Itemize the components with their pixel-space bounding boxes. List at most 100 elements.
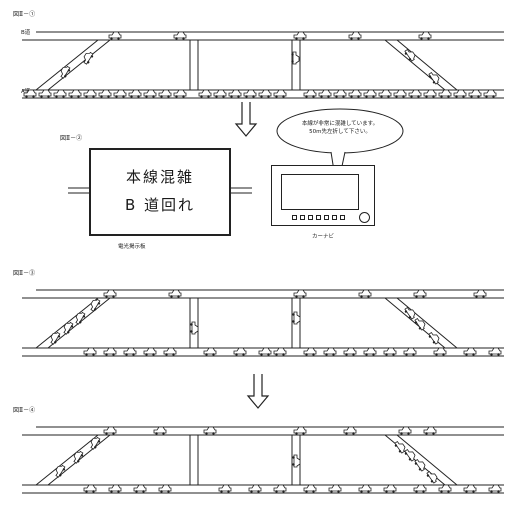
navi-button [340, 215, 345, 220]
car-icon [75, 311, 86, 325]
sign-caption: 電光掲示板 [118, 244, 146, 250]
car-icon [83, 89, 97, 98]
car-icon [413, 289, 427, 298]
car-icon [173, 31, 187, 40]
car-icon [233, 347, 247, 356]
car-icon [363, 347, 377, 356]
car-icon [394, 440, 406, 454]
car-icon [468, 89, 482, 98]
car-icon [128, 89, 142, 98]
car-icon [343, 426, 357, 435]
car-icon [343, 347, 357, 356]
car-icon [203, 426, 217, 435]
car-icon [348, 89, 362, 98]
car-icon [273, 347, 287, 356]
car-icon [50, 331, 61, 345]
car-icon [418, 31, 432, 40]
car-icon [358, 484, 372, 493]
car-icon [404, 448, 416, 462]
bubble-line2: 50m先左折して下さい。 [309, 129, 371, 135]
car-icon [198, 89, 212, 98]
car-icon [383, 347, 397, 356]
car-icon [358, 289, 372, 298]
car-icon [363, 89, 377, 98]
car-icon [103, 289, 117, 298]
car-icon [303, 347, 317, 356]
car-icon [108, 31, 122, 40]
car-icon [143, 89, 157, 98]
car-icon [414, 458, 426, 472]
car-icon [203, 347, 217, 356]
car-icon [408, 89, 422, 98]
car-icon [438, 484, 452, 493]
car-icon [323, 347, 337, 356]
car-icon [328, 484, 342, 493]
car-icon [292, 454, 301, 468]
car-icon [403, 347, 417, 356]
car-icon [163, 347, 177, 356]
car-icon [83, 347, 97, 356]
car-icon [228, 89, 242, 98]
car-icon [423, 426, 437, 435]
figure-label-1: 図Ⅱ－① [13, 11, 36, 18]
car-icon [103, 347, 117, 356]
car-icon [98, 89, 112, 98]
car-icon [123, 347, 137, 356]
car-icon [63, 321, 74, 335]
a-road-label: A道 [21, 89, 31, 95]
car-icon [463, 484, 477, 493]
car-icon [38, 89, 52, 98]
car-icon [243, 89, 257, 98]
car-icon [293, 31, 307, 40]
car-icon [213, 89, 227, 98]
electronic-sign-board: 本線混雑 B 道回れ [89, 148, 231, 236]
car-navigation-unit [271, 165, 375, 226]
car-icon [348, 31, 362, 40]
car-icon [404, 306, 416, 320]
car-icon [453, 89, 467, 98]
navi-caption: カーナビ [312, 234, 335, 240]
car-icon [414, 317, 426, 331]
bubble-message: 本線が非常に混雑しています。 50m先左折して下さい。 [280, 120, 400, 136]
car-icon [463, 347, 477, 356]
car-icon [303, 484, 317, 493]
car-icon [23, 89, 37, 98]
car-icon [158, 484, 172, 493]
car-icon [53, 89, 67, 98]
navi-knob-icon [359, 212, 370, 223]
car-icon [291, 51, 300, 65]
b-road-label: B道 [21, 30, 31, 36]
car-icon [292, 311, 301, 325]
car-icon [83, 51, 94, 65]
car-icon [73, 450, 84, 464]
navi-button [308, 215, 313, 220]
car-icon [143, 347, 157, 356]
car-icon [428, 331, 440, 345]
down-arrow-icon [246, 374, 270, 409]
car-icon [68, 89, 82, 98]
car-icon [293, 289, 307, 298]
navi-button [332, 215, 337, 220]
car-icon [273, 89, 287, 98]
car-icon [423, 89, 437, 98]
car-icon [55, 464, 66, 478]
car-icon [90, 298, 101, 312]
navi-button [300, 215, 305, 220]
car-icon [378, 89, 392, 98]
car-icon [190, 321, 199, 335]
car-icon [158, 89, 172, 98]
car-icon [404, 48, 416, 62]
car-icon [488, 484, 502, 493]
car-icon [433, 347, 447, 356]
down-arrow-icon [234, 102, 258, 137]
car-icon [426, 470, 438, 484]
car-icon [303, 89, 317, 98]
car-icon [108, 484, 122, 493]
car-icon [398, 426, 412, 435]
car-icon [258, 347, 272, 356]
navigation-screen [281, 174, 359, 210]
bubble-line1: 本線が非常に混雑しています。 [301, 121, 379, 127]
figure-label-3: 図Ⅱ－③ [13, 270, 36, 277]
car-icon [133, 484, 147, 493]
car-icon [413, 484, 427, 493]
